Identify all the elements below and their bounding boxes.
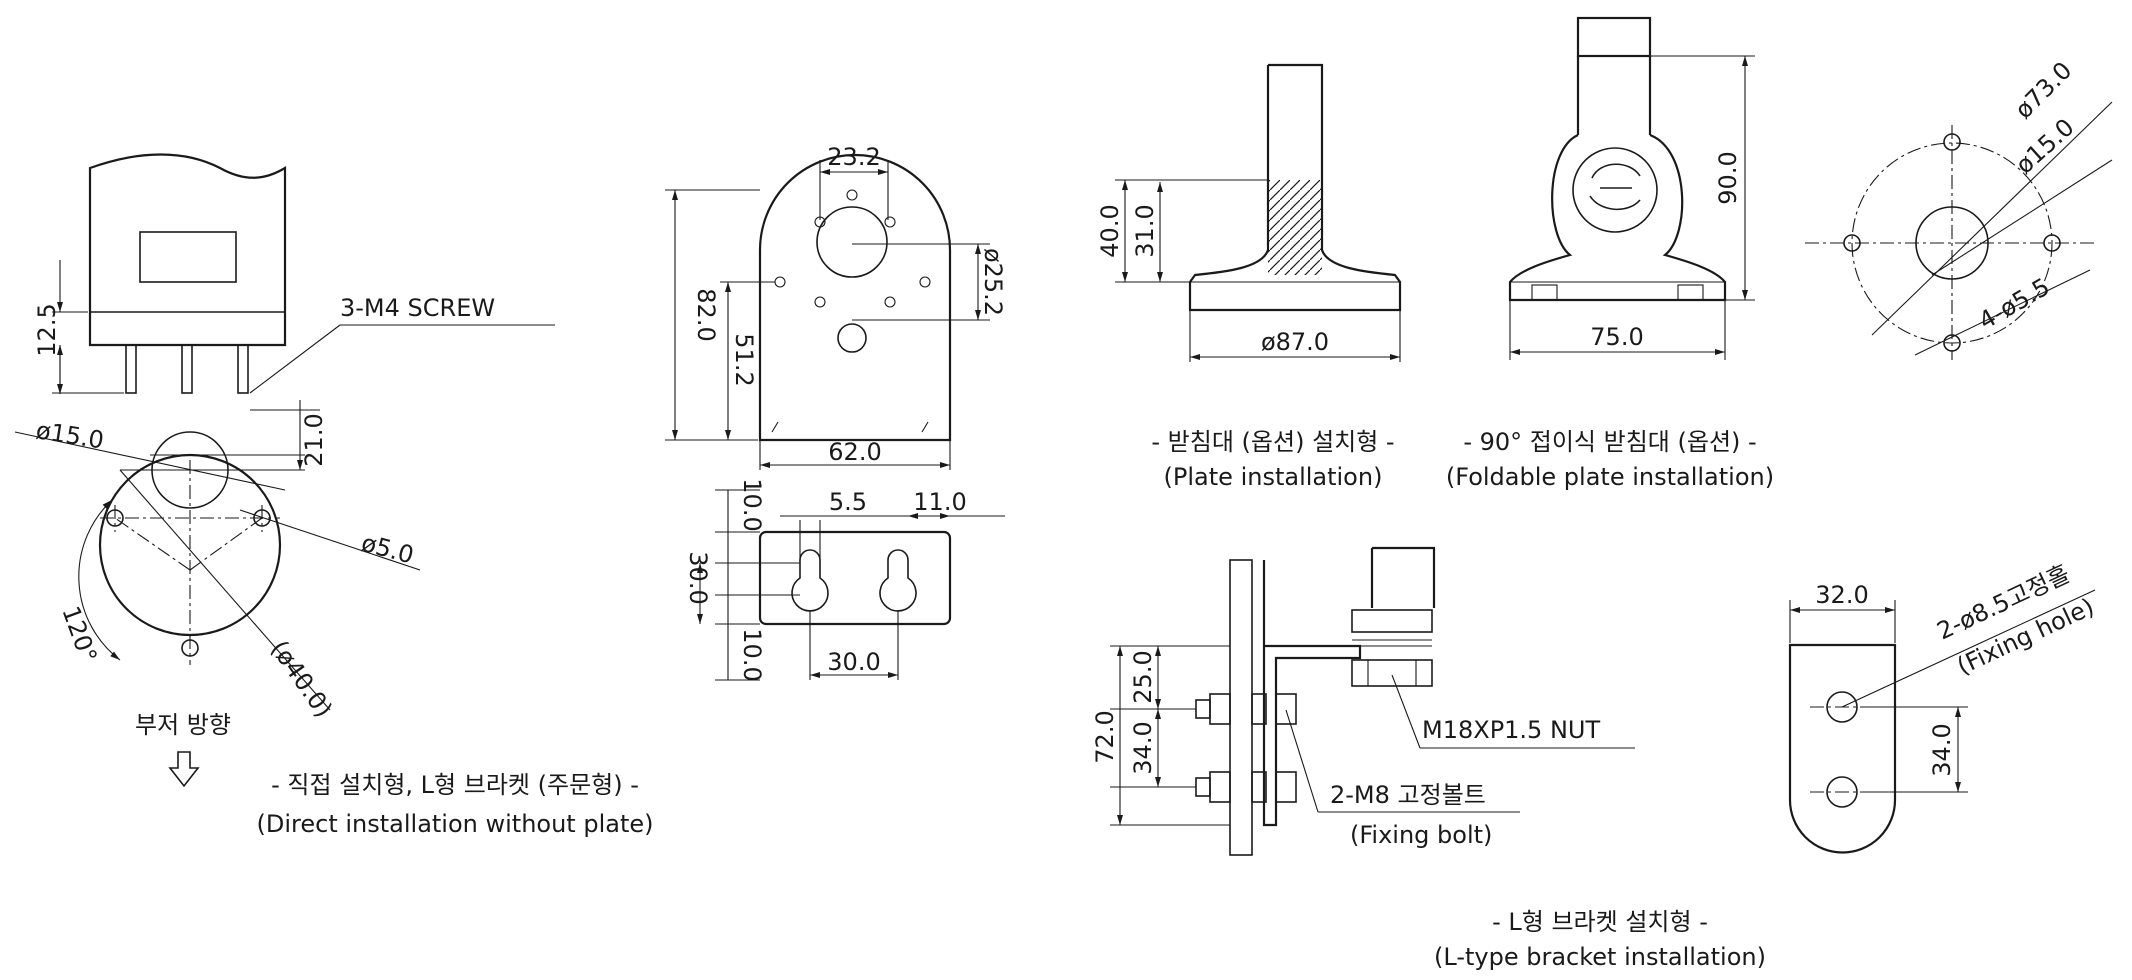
plate-base-profile bbox=[1188, 180, 1402, 312]
dim-31: 31.0 bbox=[1131, 204, 1159, 257]
nut-label: M18XP1.5 NUT bbox=[1422, 716, 1600, 744]
buzzer-direction-label: 부저 방향 bbox=[135, 711, 231, 739]
dim-4-holes: 4-ø5.5 bbox=[1974, 273, 2054, 336]
l-install-caption-en: (L-type bracket installation) bbox=[1434, 943, 1766, 971]
direct-caption-ko: - 직접 설치형, L형 브라켓 (주문형) - bbox=[271, 771, 639, 799]
nut-top bbox=[1351, 609, 1433, 633]
label-window bbox=[139, 231, 237, 283]
dim-30-vert: 30.0 bbox=[684, 551, 712, 604]
screw-label: 3-M4 SCREW bbox=[340, 294, 495, 322]
nut-bottom bbox=[1351, 659, 1433, 687]
direct-installation-view: 12.5 3-M4 SCREW ø15.0 21.0 ø5.0 120° bbox=[14, 153, 654, 838]
dim-dia-25-2: ø25.2 bbox=[979, 248, 1007, 316]
dim-pcd-40: (ø40.0) bbox=[265, 635, 338, 722]
dim-5-5: 5.5 bbox=[829, 488, 867, 516]
dim-10-top: 10.0 bbox=[738, 478, 766, 531]
pole bbox=[1266, 63, 1324, 180]
dim-25: 25.0 bbox=[1129, 650, 1157, 703]
dim-dia-15: ø15.0 bbox=[34, 416, 106, 454]
dim-34-detail: 34.0 bbox=[1928, 723, 1956, 776]
plate-caption-ko: - 받침대 (옵션) 설치형 - bbox=[1151, 428, 1394, 456]
dim-75: 75.0 bbox=[1590, 323, 1643, 351]
dim-hole-5: ø5.0 bbox=[358, 529, 416, 570]
dim-90: 90.0 bbox=[1714, 151, 1742, 204]
dim-dia-87: ø87.0 bbox=[1261, 328, 1329, 356]
screw-pins bbox=[125, 344, 249, 394]
foldable-plate-view: 90.0 75.0 - 90° 접이식 받침대 (옵션) - (Foldable… bbox=[1446, 16, 1774, 491]
dim-34: 34.0 bbox=[1129, 721, 1157, 774]
dim-11: 11.0 bbox=[913, 488, 966, 516]
foldable-pole bbox=[1576, 16, 1652, 58]
dim-10-bottom: 10.0 bbox=[738, 628, 766, 681]
dim-12-5: 12.5 bbox=[33, 303, 61, 356]
dim-40: 40.0 bbox=[1096, 204, 1124, 257]
bolt-label-en: (Fixing bolt) bbox=[1350, 821, 1492, 849]
bolt-label: 2-M8 고정볼트 bbox=[1330, 781, 1486, 809]
direct-caption-en: (Direct installation without plate) bbox=[257, 810, 654, 838]
plate-installation-view: 40.0 31.0 ø87.0 - 받침대 (옵션) 설치형 - (Plate … bbox=[1096, 63, 1402, 491]
foldable-hinge-body bbox=[1508, 133, 1727, 302]
l-bracket-detail-outline bbox=[1788, 643, 1897, 854]
unit-body-side bbox=[88, 153, 287, 347]
dim-82: 82.0 bbox=[692, 288, 720, 341]
dim-dia-73: ø73.0 bbox=[2009, 56, 2077, 124]
dim-21: 21.0 bbox=[300, 413, 328, 466]
dim-30-horiz: 30.0 bbox=[827, 648, 880, 676]
foldable-caption-en: (Foldable plate installation) bbox=[1446, 463, 1774, 491]
foldable-caption-ko: - 90° 접이식 받침대 (옵션) - bbox=[1463, 428, 1756, 456]
bracket-plate-view: 23.2 82.0 51.2 ø25.2 62.0 5.5 11.0 bbox=[665, 143, 1007, 682]
dim-dia-15-bore: ø15.0 bbox=[2010, 113, 2079, 179]
dim-72: 72.0 bbox=[1091, 710, 1119, 763]
dim-62: 62.0 bbox=[828, 438, 881, 466]
hole-pattern-view: ø73.0 ø15.0 4-ø5.5 bbox=[1805, 56, 2113, 360]
plate-caption-en: (Plate installation) bbox=[1164, 463, 1383, 491]
dim-23-2: 23.2 bbox=[827, 143, 880, 171]
l-bracket-installation-view: 72.0 25.0 34.0 M18XP1.5 NUT 2-M8 고정볼트 (F… bbox=[1091, 546, 1766, 971]
dim-32: 32.0 bbox=[1815, 581, 1868, 609]
down-arrow-icon bbox=[168, 751, 200, 788]
dim-51-2: 51.2 bbox=[730, 333, 758, 386]
l-install-caption-ko: - L형 브라켓 설치형 - bbox=[1492, 908, 1708, 936]
l-bracket-detail-view: 32.0 34.0 2-ø8.5고정홀 (Fixing hole) bbox=[1788, 560, 2098, 854]
bracket-outline bbox=[758, 153, 952, 442]
fixing-bolts bbox=[1195, 693, 1297, 803]
bracket-bottom bbox=[758, 530, 952, 626]
logo-icon bbox=[1572, 147, 1658, 233]
